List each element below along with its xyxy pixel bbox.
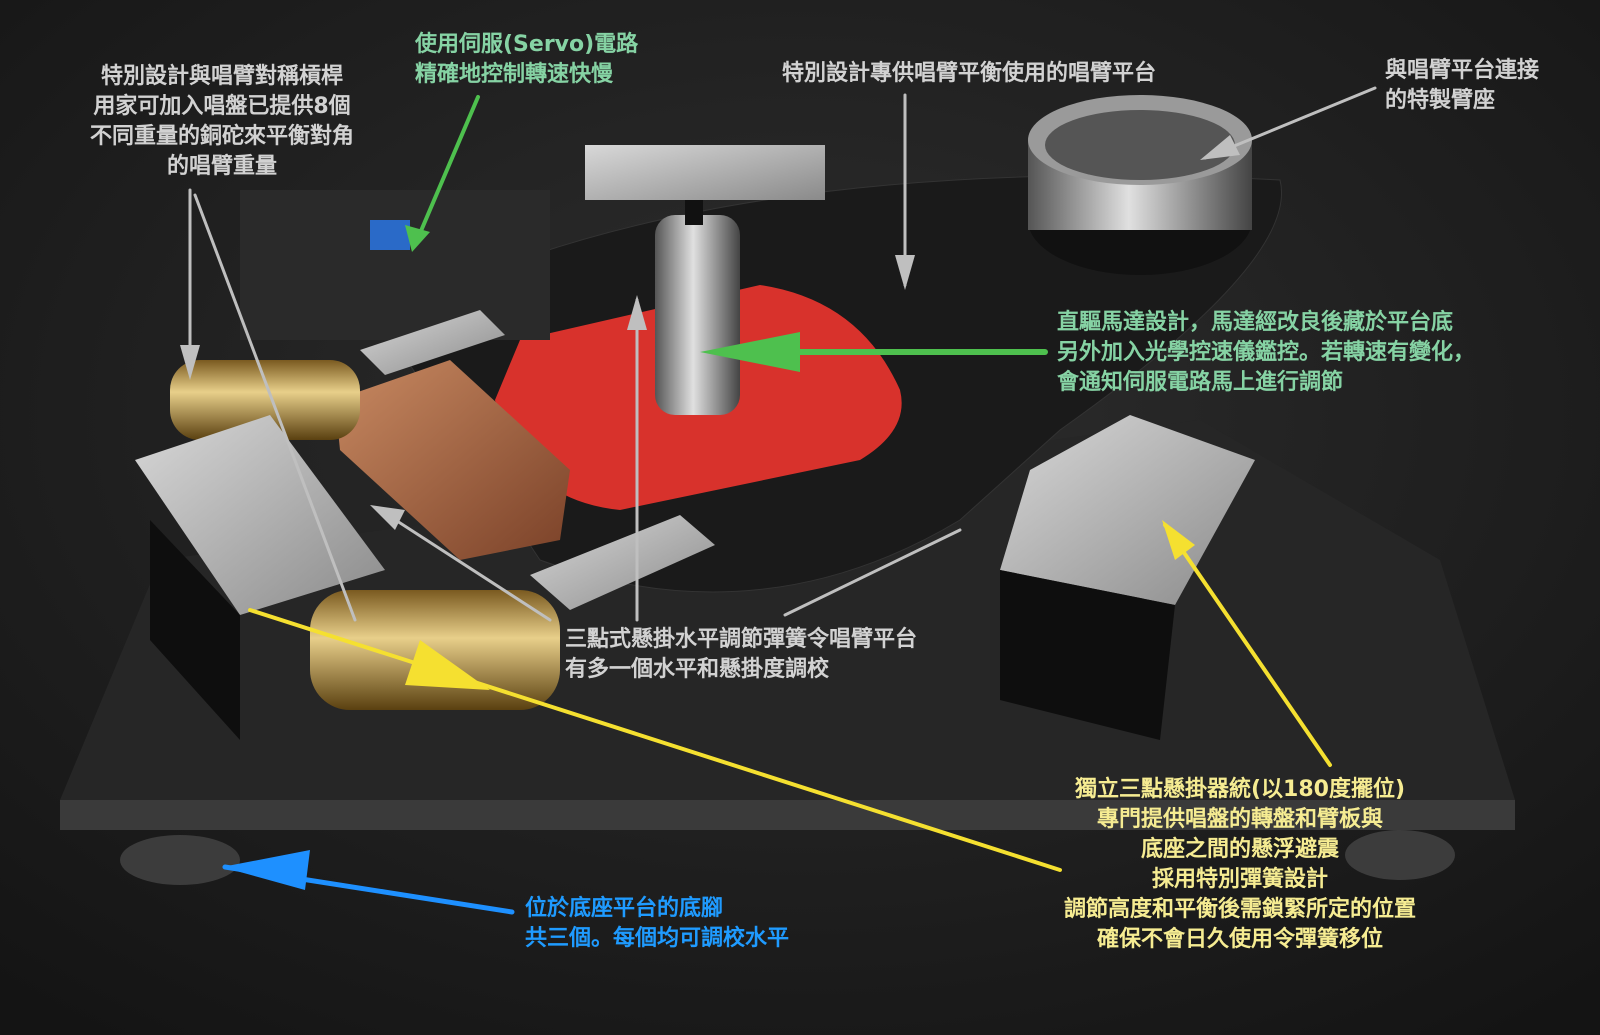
- annotation-line: 直驅馬達設計，馬達經改良後藏於平台底: [1057, 310, 1454, 335]
- annotation-line: 調節高度和平衡後需鎖緊所定的位置: [1063, 897, 1416, 922]
- annotation-line: 不同重量的銅砣來平衡對角: [89, 124, 354, 149]
- annotation-line: 有多一個水平和懸掛度調校: [565, 657, 830, 682]
- annotation-line: 與唱臂平台連接: [1385, 58, 1540, 83]
- annotation-line: 共三個。每個均可調校水平: [525, 926, 790, 951]
- annotation-line: 使用伺服(Servo)電路: [415, 32, 639, 57]
- annotation-line: 獨立三點懸掛器統(以180度擺位): [1074, 777, 1406, 802]
- foot-left: [120, 835, 240, 885]
- arm-support-block: [585, 145, 825, 200]
- annotation-arm-base: 與唱臂平台連接 的特製臂座: [1385, 56, 1539, 116]
- brass-weight-front: [310, 590, 560, 710]
- arrow-counterweight-2: [193, 193, 357, 622]
- annotation-line: 特別設計專供唱臂平衡使用的唱臂平台: [782, 61, 1157, 86]
- annotation-line: 用家可加入唱盤已提供8個: [93, 94, 351, 119]
- suspension-block-right: [1000, 415, 1255, 605]
- annotation-suspension-system: 獨立三點懸掛器統(以180度擺位) 專門提供唱盤的轉盤和臂板與 底座之間的懸浮避…: [1030, 775, 1450, 955]
- suspension-block-left: [135, 415, 385, 615]
- annotation-line: 精確地控制轉速快慢: [415, 62, 614, 87]
- annotation-line: 三點式懸掛水平調節彈簧令唱臂平台: [565, 627, 918, 652]
- annotation-line: 的唱臂重量: [166, 154, 277, 179]
- arrow-suspension-system-1: [248, 608, 1062, 872]
- annotation-suspension-adjust: 三點式懸掛水平調節彈簧令唱臂平台 有多一個水平和懸掛度調校: [565, 625, 917, 685]
- spindle: [655, 215, 740, 415]
- annotation-line: 確保不會日久使用令彈簧移位: [1096, 927, 1383, 952]
- annotation-feet: 位於底座平台的底腳 共三個。每個均可調校水平: [525, 894, 789, 954]
- annotation-line: 底座之間的懸浮避震: [1140, 837, 1339, 862]
- annotation-line: 位於底座平台的底腳: [525, 896, 724, 921]
- foot-right: [1345, 830, 1455, 880]
- aluminium-bar-front: [530, 515, 715, 610]
- annotation-arrows: [180, 86, 1377, 915]
- annotation-line: 會通知伺服電路馬上進行調節: [1057, 370, 1344, 395]
- arrow-suspension-adjust-2: [378, 508, 552, 622]
- arrow-suspension-system-2: [1163, 523, 1332, 767]
- annotation-line: 的特製臂座: [1385, 88, 1496, 113]
- copper-counterweight-block: [335, 360, 570, 560]
- servo-board: [240, 190, 550, 340]
- annotation-servo: 使用伺服(Servo)電路 精確地控制轉速快慢: [415, 30, 638, 90]
- annotation-line: 另外加入光學控速儀鑑控。若轉速有變化，: [1057, 340, 1476, 365]
- annotation-line: 特別設計與唱臂對稱槓桿: [100, 64, 343, 89]
- annotation-line: 採用特別彈簧設計: [1151, 867, 1328, 892]
- annotation-line: 專門提供唱盤的轉盤和臂板與: [1096, 807, 1383, 832]
- annotation-counterweight: 特別設計與唱臂對稱槓桿 用家可加入唱盤已提供8個 不同重量的銅砣來平衡對角 的唱…: [72, 62, 372, 182]
- aluminium-bar-back: [360, 310, 505, 375]
- annotation-arm-platform: 特別設計專供唱臂平衡使用的唱臂平台: [782, 59, 1156, 89]
- annotation-motor: 直驅馬達設計，馬達經改良後藏於平台底 另外加入光學控速儀鑑控。若轉速有變化， 會…: [1057, 308, 1475, 398]
- base-plate-edge: [60, 800, 1515, 830]
- arrow-servo: [413, 95, 480, 247]
- arrow-suspension-adjust-3: [783, 528, 962, 617]
- brass-weight-back: [170, 360, 360, 440]
